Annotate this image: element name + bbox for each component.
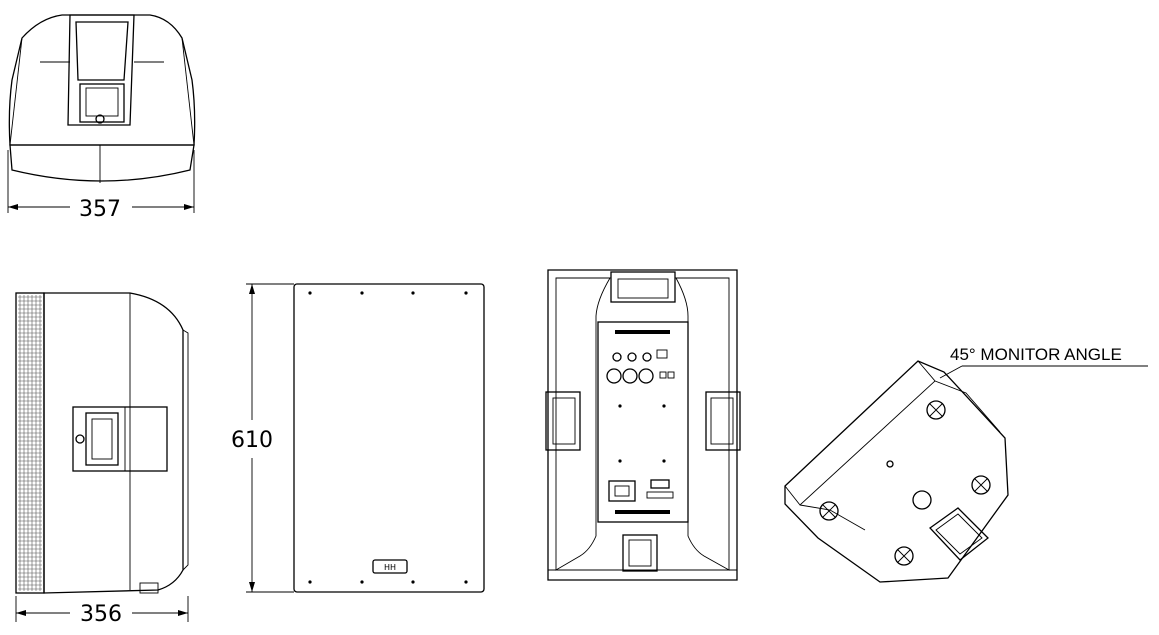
monitor-handle xyxy=(929,507,989,561)
monitor-angle-view xyxy=(784,360,1009,583)
power-switch xyxy=(650,479,670,489)
side-view-outline xyxy=(43,292,184,594)
input-connector-1 xyxy=(606,368,622,384)
foot-right xyxy=(971,475,991,495)
rear-view-outline xyxy=(547,269,738,581)
foot-left xyxy=(819,501,839,521)
top-view-outline xyxy=(8,14,196,146)
front-grille xyxy=(293,283,485,593)
side-handle xyxy=(72,406,168,472)
amplifier-panel xyxy=(597,321,689,523)
rear-view xyxy=(545,269,741,581)
side-view xyxy=(15,292,189,594)
foot-top xyxy=(926,400,946,420)
top-handle-housing xyxy=(67,14,135,126)
rear-top-handle xyxy=(610,271,676,303)
side-grille-mesh xyxy=(18,295,42,591)
input-connector-2 xyxy=(622,368,638,384)
front-view: HH xyxy=(293,283,485,593)
rear-left-handle xyxy=(545,391,581,451)
top-view xyxy=(8,14,196,183)
monitor-angle-label: 45° MONITOR ANGLE xyxy=(950,345,1122,364)
depth-label: 356 xyxy=(80,602,122,627)
foot-bottom xyxy=(894,546,914,566)
rear-bottom-handle xyxy=(622,534,658,572)
power-inlet xyxy=(608,480,636,502)
front-logo: HH xyxy=(384,563,396,572)
height-dimension: 610 xyxy=(231,283,294,593)
rear-right-handle xyxy=(705,391,741,451)
monitor-view-outline xyxy=(784,360,1009,583)
depth-dimension: 356 xyxy=(15,596,189,627)
monitor-angle-callout: 45° MONITOR ANGLE xyxy=(939,345,1148,379)
width-dimension: 357 xyxy=(7,150,195,222)
width-label: 357 xyxy=(79,197,121,222)
height-label: 610 xyxy=(231,428,273,453)
input-connector-3 xyxy=(638,368,654,384)
front-logo-badge xyxy=(372,559,408,574)
